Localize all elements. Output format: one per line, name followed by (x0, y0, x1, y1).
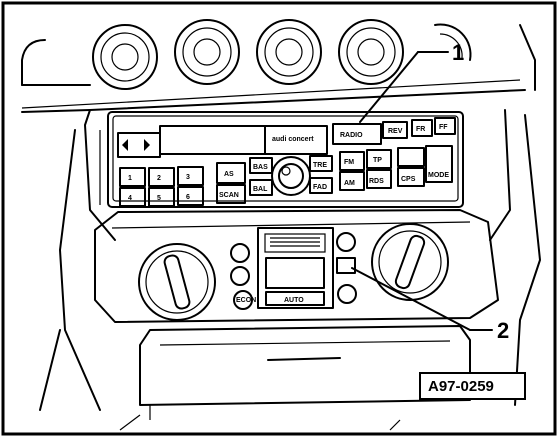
radio-display-text: RADIO (340, 132, 363, 139)
radio-brand-label: audi concert (272, 136, 314, 143)
mode-label: MODE (428, 172, 449, 179)
air-vent-1 (92, 24, 158, 90)
recirc-button[interactable] (230, 266, 250, 286)
preset-button-6[interactable] (177, 186, 204, 206)
cps-label: CPS (401, 176, 416, 183)
rds-label: RDS (369, 178, 384, 185)
dashboard-outline (21, 24, 541, 431)
air-vent-5 (434, 23, 472, 61)
preset-label-3: 3 (186, 174, 190, 181)
off-button[interactable] (337, 284, 357, 304)
callout-1-number: 1 (452, 40, 464, 65)
preset-button-1[interactable] (119, 167, 146, 187)
scan-label: SCAN (219, 192, 239, 199)
rds-button[interactable] (366, 169, 392, 189)
reference-id-box: A97-0259 (419, 372, 526, 400)
bal-button[interactable] (249, 179, 273, 196)
preset-label-4: 4 (128, 195, 132, 202)
econ-label: ECON (236, 297, 256, 304)
ff-button[interactable] (434, 117, 456, 135)
preset-label-1: 1 (128, 175, 132, 182)
rev-label: REV (388, 128, 403, 135)
fr-label: FR (416, 126, 425, 133)
auto-label: AUTO (284, 297, 304, 304)
bal-label: BAL (253, 186, 268, 193)
am-label: AM (344, 180, 355, 187)
callout-2-number: 2 (497, 318, 509, 343)
climate-panel: ECON AUTO (94, 209, 499, 323)
mode-button[interactable] (425, 145, 453, 183)
fad-label: FAD (313, 184, 327, 191)
center-vent (264, 233, 326, 253)
radio-brand-panel (264, 125, 328, 155)
am-button[interactable] (339, 171, 365, 191)
climate-control-button[interactable] (336, 257, 356, 274)
tp-label: TP (373, 157, 382, 164)
bas-label: BAS (253, 164, 268, 171)
temperature-dial[interactable] (138, 243, 216, 321)
as-button[interactable] (216, 162, 246, 184)
fr-button[interactable] (411, 119, 433, 137)
volume-knob[interactable] (271, 156, 311, 196)
storage-tray (139, 325, 471, 420)
tp-button[interactable] (366, 149, 392, 169)
fan-speed-dial[interactable] (371, 223, 449, 301)
callout-2: 2 (351, 267, 509, 343)
preset-button-3[interactable] (177, 166, 204, 186)
fm-label: FM (344, 159, 354, 166)
air-vent-3 (256, 19, 322, 85)
fad-button[interactable] (309, 177, 333, 194)
preset-label-6: 6 (186, 194, 190, 201)
climate-display (265, 257, 325, 289)
scan-button[interactable] (216, 184, 246, 204)
preset-label-5: 5 (157, 195, 161, 202)
air-vents (92, 19, 472, 90)
fm-button[interactable] (339, 151, 365, 171)
air-vent-4 (338, 19, 404, 85)
preset-label-2: 2 (157, 175, 161, 182)
econ-button[interactable] (233, 290, 253, 310)
ff-label: FF (439, 124, 448, 131)
as-label: AS (224, 171, 234, 178)
air-vent-2 (174, 19, 240, 85)
cps-button[interactable] (397, 147, 425, 167)
bas-button[interactable] (249, 157, 273, 174)
preset-button-5[interactable] (148, 187, 175, 207)
auto-button[interactable] (265, 291, 325, 306)
radio-unit: audi concert RADIO REV FR FF 1 4 2 5 3 6… (107, 111, 464, 208)
fan-button[interactable] (336, 232, 356, 252)
preset-button-2[interactable] (148, 167, 175, 187)
defrost-button[interactable] (230, 243, 250, 263)
tre-label: TRE (313, 162, 327, 169)
cps-label-button[interactable] (397, 167, 425, 187)
rev-button[interactable] (382, 121, 408, 139)
preset-buttons: 1 4 2 5 3 6 (119, 166, 204, 207)
radio-display-button[interactable] (332, 123, 382, 145)
preset-button-4[interactable] (119, 187, 146, 207)
reference-id: A97-0259 (428, 378, 494, 395)
callout-1: 1 (359, 40, 464, 123)
tre-button[interactable] (309, 155, 333, 172)
